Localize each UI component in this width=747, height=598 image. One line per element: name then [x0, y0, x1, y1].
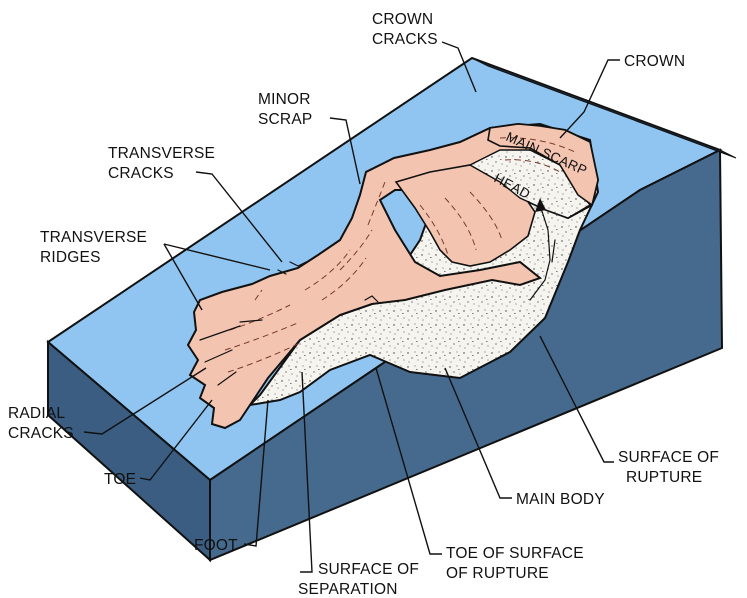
- crown-cracks-label: CROWN CRACKS: [372, 11, 438, 48]
- surface-of-rupture-label: SURFACE OF RUPTURE: [618, 449, 724, 486]
- toe-of-surface-of-rupture-label: TOE OF SURFACE OF RUPTURE: [446, 545, 588, 582]
- surface-of-separation-label: SURFACE OF SEPARATION: [298, 561, 424, 598]
- foot-label: FOOT: [194, 537, 238, 554]
- crown-label: CROWN: [624, 53, 685, 70]
- transverse-cracks-label: TRANSVERSE CRACKS: [108, 145, 220, 182]
- transverse-ridges-label: TRANSVERSE RIDGES: [40, 229, 152, 266]
- minor-scrap-label: MINOR SCRAP: [258, 91, 315, 128]
- toe-label: TOE: [104, 471, 136, 488]
- main-body-label: MAIN BODY: [516, 491, 605, 508]
